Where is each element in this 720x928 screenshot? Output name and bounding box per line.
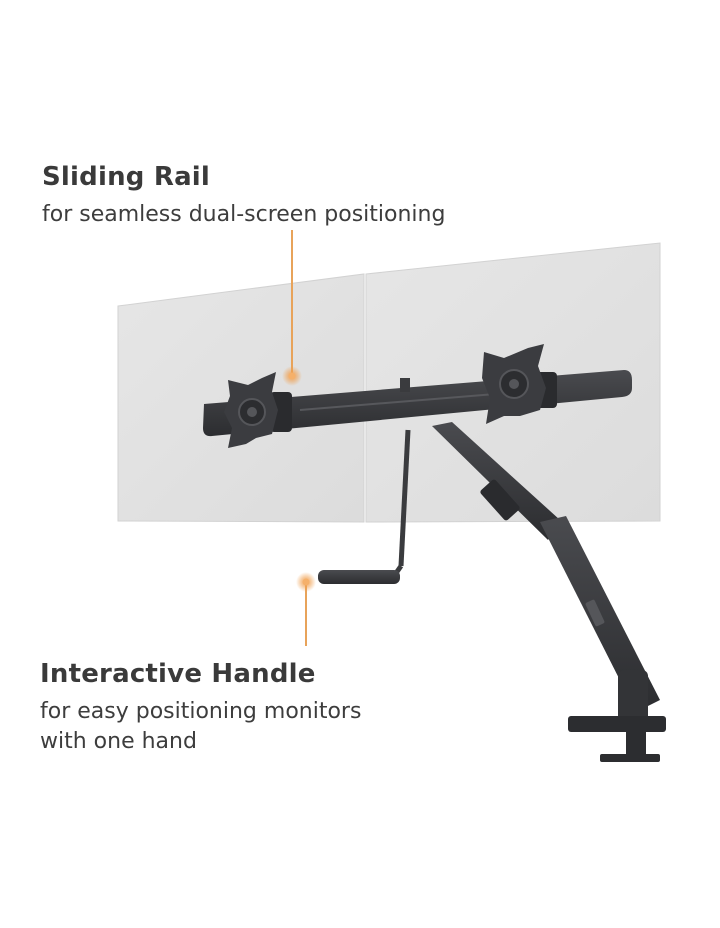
interactive-handle-title: Interactive Handle: [40, 659, 316, 689]
sliding-rail-callout: Sliding Rail for seamless dual-screen po…: [42, 162, 445, 230]
interactive-handle-description-line2: with one hand: [40, 729, 197, 754]
interactive-handle-description-line1: for easy positioning monitors: [40, 699, 362, 724]
monitor-arm: [432, 422, 666, 762]
interactive-handle: [318, 429, 411, 584]
sliding-rail-description: for seamless dual-screen positioning: [42, 202, 446, 227]
left-vesa-plate: [224, 372, 278, 448]
interactive-handle-description: for easy positioning monitors with one h…: [40, 697, 361, 757]
handle-callout-pointer: [296, 572, 316, 646]
sliding-rail-title: Sliding Rail: [42, 162, 211, 192]
right-vesa-plate: [482, 344, 546, 424]
interactive-handle-callout: Interactive Handle for easy positioning …: [40, 659, 361, 757]
rail-callout-pointer: [282, 230, 302, 386]
